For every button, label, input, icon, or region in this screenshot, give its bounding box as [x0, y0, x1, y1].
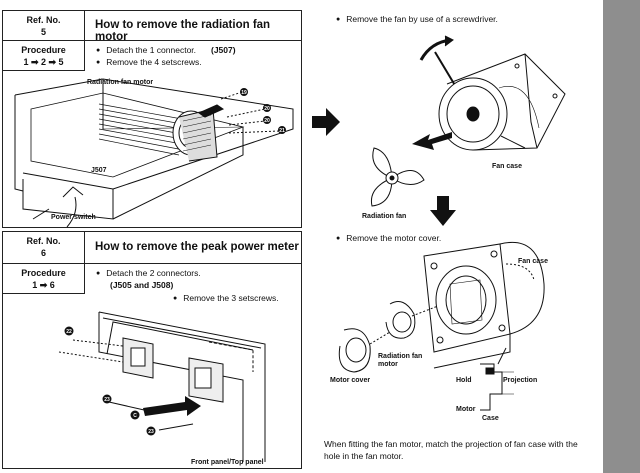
step-detach-connector: Detach the 1 connector.: [96, 45, 196, 57]
label-radiation-fan: Radiation fan: [362, 213, 407, 220]
ref-no-5-cell: Ref. No. 5: [3, 11, 85, 41]
right-gray-margin: [603, 0, 640, 473]
step-detach-connectors: Detach the 2 connectors.: [96, 268, 201, 280]
svg-text:22: 22: [66, 329, 72, 335]
label-front-panel: Front panel/Top panel: [191, 459, 264, 466]
label-j507: J507: [91, 167, 107, 174]
ref-number: 6: [40, 248, 46, 258]
label-radiation-fan-motor-2: Radiation fan motor: [378, 353, 438, 369]
label-projection: Projection: [503, 377, 538, 384]
label-motor-cover: Motor cover: [330, 377, 371, 384]
title-cell-6: How to remove the peak power meter: [85, 232, 301, 264]
ref-label: Ref. No.: [26, 236, 61, 246]
label-motor: Motor: [456, 406, 476, 413]
section-6-box: Ref. No. 6 How to remove the peak power …: [2, 231, 302, 469]
label-hold: Hold: [456, 377, 472, 384]
svg-text:23: 23: [148, 429, 154, 435]
procedure-steps: 1 ➡ 2 ➡ 5: [23, 57, 64, 67]
procedure-label: Procedure: [21, 45, 66, 55]
label-radiation-fan-motor-text: Radiation fan motor: [378, 353, 423, 368]
radiation-fan-illustration: [370, 147, 425, 207]
svg-text:C: C: [133, 413, 137, 419]
label-case: Case: [482, 415, 499, 422]
label-radiation-fan-motor: Radiation fan motor: [87, 79, 154, 86]
svg-text:19: 19: [241, 90, 247, 96]
section-6-title: How to remove the peak power meter: [95, 241, 299, 253]
step-connector-id: (J507): [211, 45, 236, 55]
procedure-label: Procedure: [21, 268, 66, 278]
ref-no-6-cell: Ref. No. 6: [3, 232, 85, 264]
removal-arrow-left: [412, 132, 452, 150]
ref-label: Ref. No.: [26, 15, 61, 25]
svg-text:21: 21: [279, 128, 285, 134]
step-connector-ids: (J505 and J508): [110, 280, 174, 290]
step-arrow-down: [430, 196, 456, 226]
step-remove-setscrews: Remove the 4 setscrews.: [96, 57, 201, 69]
motor-assembly-illustration: [338, 242, 545, 411]
procedure-steps: 1 ➡ 6: [32, 280, 55, 290]
label-fan-case: Fan case: [492, 163, 522, 170]
label-power-switch: Power switch: [51, 214, 96, 221]
svg-text:20: 20: [264, 106, 270, 112]
fitting-note: When fitting the fan motor, match the pr…: [324, 439, 578, 461]
section-arrow-right: [312, 108, 340, 136]
title-cell-5: How to remove the radiation fan motor: [85, 11, 301, 43]
step-remove-setscrews-6: Remove the 3 setscrews.: [173, 293, 278, 305]
right-step-remove-cover: Remove the motor cover.: [336, 233, 441, 245]
label-fan-case-2: Fan case: [518, 258, 548, 265]
svg-text:23: 23: [104, 397, 110, 403]
section-5-title: How to remove the radiation fan motor: [95, 19, 271, 43]
fan-case-illustration: [419, 35, 566, 151]
right-step-remove-fan: Remove the fan by use of a screwdriver.: [336, 14, 498, 26]
procedure-6-cell: Procedure 1 ➡ 6: [3, 264, 85, 294]
procedure-5-cell: Procedure 1 ➡ 2 ➡ 5: [3, 41, 85, 71]
section-5-box: Ref. No. 5 How to remove the radiation f…: [2, 10, 302, 228]
ref-number: 5: [40, 27, 46, 37]
fan-motor-chassis-illustration: 19 20 20 21: [14, 78, 294, 228]
svg-text:20: 20: [264, 118, 270, 124]
